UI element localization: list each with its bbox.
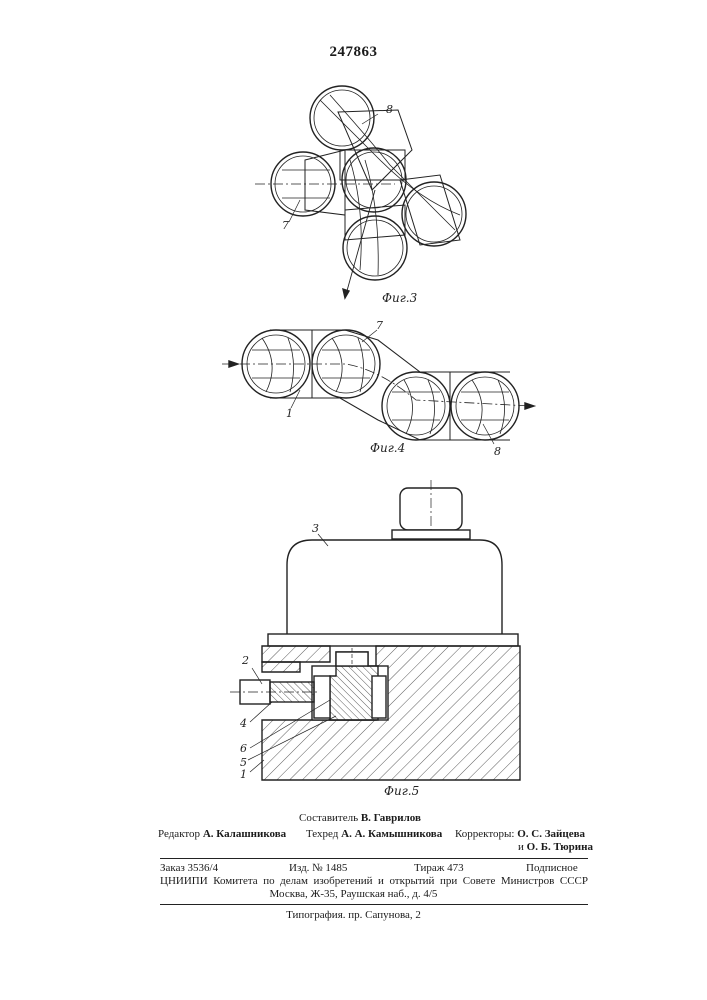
techred-label: Техред [306, 828, 338, 840]
figure-3 [255, 86, 466, 298]
fig3-label-7: 7 [282, 219, 289, 232]
fig5-label-3: 3 [312, 522, 319, 535]
correctors-line-2: и О. Б. Тюрина [518, 841, 593, 854]
fig5-caption: Фиг.5 [384, 784, 419, 798]
editor-label: Редактор [158, 828, 200, 840]
figure-4 [222, 330, 534, 444]
fig5-label-4: 4 [239, 717, 247, 730]
fig4-label-8: 8 [494, 445, 501, 458]
order-number: Заказ 3536/4 [160, 862, 218, 875]
fig5-label-2: 2 [241, 654, 249, 667]
compiler-line: Составитель В. Гаврилов [299, 812, 421, 825]
correctors-line: Корректоры: О. С. Зайцева [455, 828, 585, 841]
correctors-conj: и [518, 841, 524, 853]
editor-name: А. Калашникова [203, 828, 286, 840]
issue-number: Изд. № 1485 [289, 862, 347, 875]
imprint-rule-bottom [160, 904, 588, 905]
fig5-label-6: 6 [240, 742, 247, 755]
roller-2 [312, 330, 380, 398]
typography-line: Типография. пр. Сапунова, 2 [0, 909, 707, 922]
fig4-label-1: 1 [286, 407, 293, 420]
editor-line: Редактор А. Калашникова [158, 828, 286, 841]
compiler-name: В. Гаврилов [361, 812, 421, 824]
techred-name: А. А. Камышникова [341, 828, 442, 840]
roller-3 [382, 372, 450, 440]
fig5-label-1: 1 [240, 768, 247, 781]
imprint-rule-top [160, 858, 588, 859]
corrector-name-1: О. С. Зайцева [517, 828, 585, 840]
address-line: Москва, Ж-35, Раушская наб., д. 4/5 [0, 888, 707, 901]
fig4-label-7: 7 [376, 319, 383, 332]
institute-line: ЦНИИПИ Комитета по делам изобретений и о… [160, 875, 588, 888]
fig3-caption: Фиг.3 [382, 291, 418, 305]
subscription: Подписное [526, 862, 578, 875]
techred-line: Техред А. А. Камышникова [306, 828, 442, 841]
print-run: Тираж 473 [414, 862, 464, 875]
compiler-label: Составитель [299, 812, 358, 824]
fig3-label-8: 8 [386, 103, 393, 116]
roller-4 [451, 372, 519, 440]
corrector-name-2: О. Б. Тюрина [527, 841, 593, 853]
correctors-label: Корректоры: [455, 828, 514, 840]
fig4-caption: Фиг.4 [370, 441, 405, 455]
figure-5 [230, 480, 520, 780]
roller-top [310, 86, 374, 150]
